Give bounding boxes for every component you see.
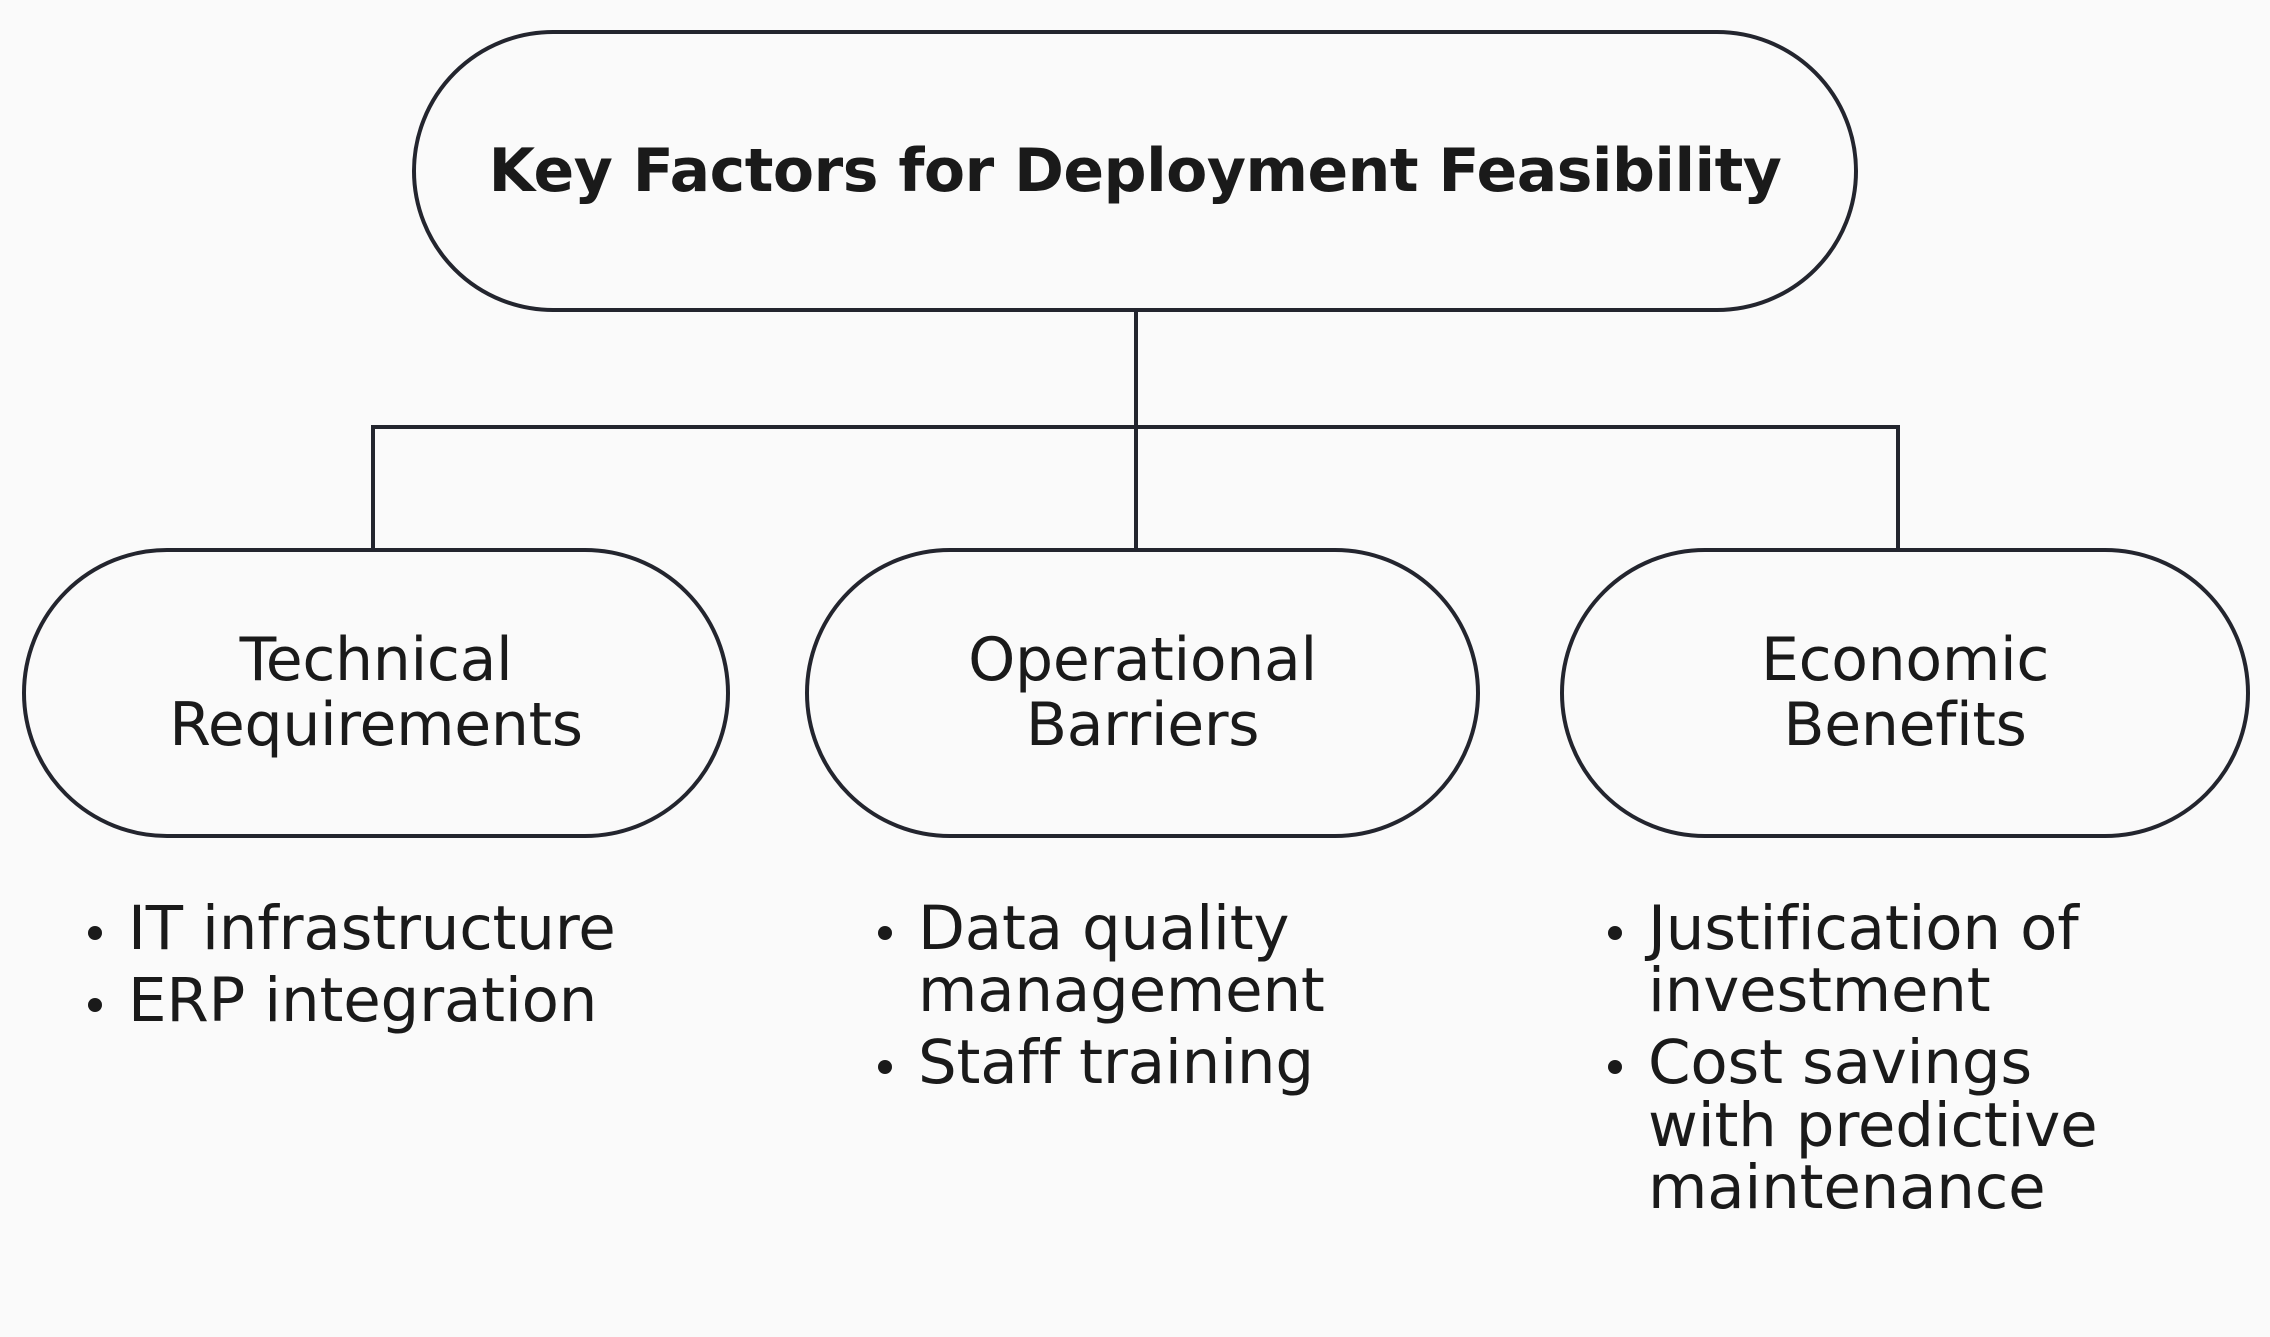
- list-item-label: ERP integration: [128, 965, 598, 1037]
- list-item-label: Cost savings with predictive maintenance: [1648, 1027, 2098, 1223]
- list-item: IT infrastructure: [70, 897, 730, 960]
- bullet-dot-icon: [1608, 926, 1622, 940]
- list-item: Justification of investment: [1590, 897, 2130, 1022]
- list-item: Cost savings with predictive maintenance: [1590, 1032, 2130, 1219]
- bullet-dot-icon: [88, 998, 102, 1013]
- bullet-list-technical-requirements: IT infrastructure ERP integration: [70, 897, 730, 1042]
- bullet-dot-icon: [878, 926, 892, 940]
- bullet-dot-icon: [878, 1060, 892, 1075]
- bullet-dot-icon: [88, 926, 102, 940]
- list-item: Data quality management: [860, 897, 1420, 1022]
- node-operational-barriers-label: Operational Barriers: [968, 625, 1317, 760]
- list-item-label: Justification of investment: [1648, 893, 2079, 1027]
- list-item-label: IT infrastructure: [128, 893, 616, 964]
- node-root[interactable]: Key Factors for Deployment Feasibility: [412, 30, 1858, 312]
- node-economic-benefits-label: Economic Benefits: [1760, 625, 2050, 760]
- node-technical-requirements-label: Technical Requirements: [169, 625, 583, 760]
- list-item: ERP integration: [70, 970, 730, 1032]
- bullet-list-operational-barriers: Data quality management Staff training: [860, 897, 1420, 1105]
- node-technical-requirements[interactable]: Technical Requirements: [22, 548, 730, 838]
- node-operational-barriers[interactable]: Operational Barriers: [805, 548, 1480, 838]
- list-item: Staff training: [860, 1032, 1420, 1094]
- bullet-list-economic-benefits: Justification of investment Cost savings…: [1590, 897, 2130, 1229]
- list-item-label: Staff training: [918, 1027, 1314, 1099]
- bullet-dot-icon: [1608, 1060, 1622, 1075]
- list-item-label: Data quality management: [918, 893, 1325, 1027]
- node-economic-benefits[interactable]: Economic Benefits: [1560, 548, 2250, 838]
- node-root-label: Key Factors for Deployment Feasibility: [488, 135, 1782, 206]
